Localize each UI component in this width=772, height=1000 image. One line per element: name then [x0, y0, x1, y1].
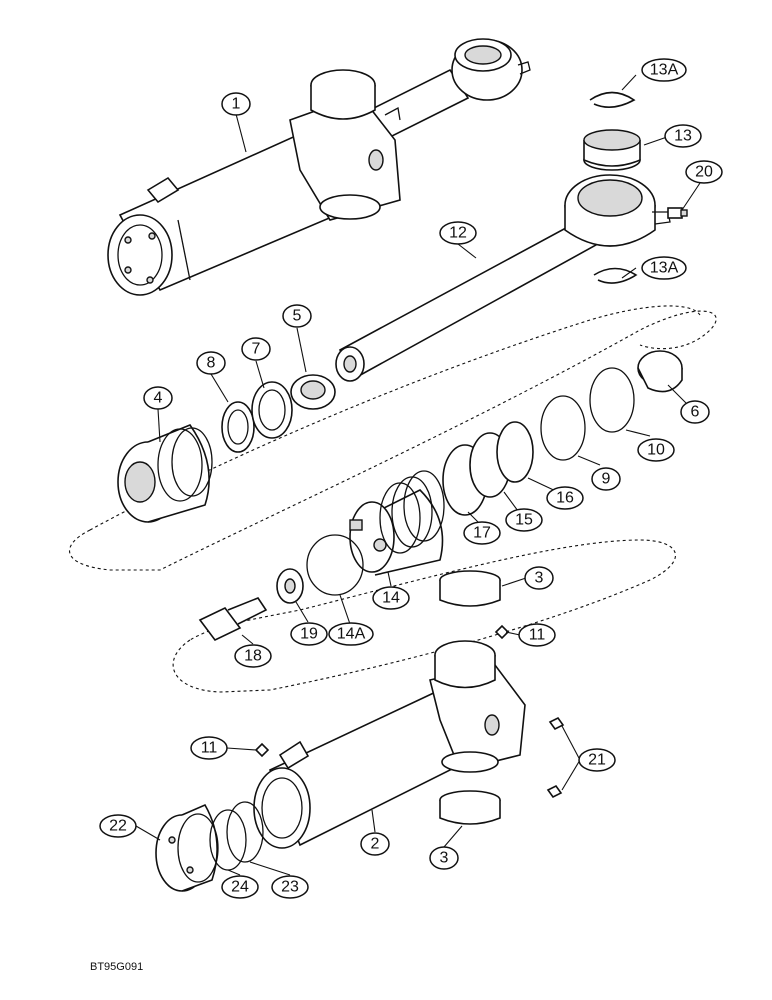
callout-3-upper: 3 — [524, 566, 554, 590]
seal-7 — [251, 381, 293, 439]
svg-text:7: 7 — [252, 341, 261, 358]
callout-13a-bottom: 13A — [641, 256, 687, 280]
callout-16: 16 — [546, 486, 584, 510]
svg-text:3: 3 — [440, 850, 449, 867]
svg-text:11: 11 — [201, 740, 218, 757]
callout-11-lower: 11 — [190, 736, 228, 760]
reference-code: BT95G091 — [90, 961, 143, 973]
svg-text:4: 4 — [154, 390, 163, 407]
svg-text:5: 5 — [293, 308, 302, 325]
callout-23: 23 — [271, 875, 309, 899]
backup-ring-9 — [540, 395, 586, 461]
svg-text:23: 23 — [281, 879, 299, 896]
svg-text:24: 24 — [231, 879, 249, 896]
callout-2: 2 — [360, 832, 390, 856]
callout-1: 1 — [221, 92, 251, 116]
bolt-18 — [198, 597, 268, 642]
gland-4 — [117, 424, 213, 523]
svg-text:16: 16 — [556, 490, 574, 507]
bushing-6 — [637, 350, 683, 393]
svg-text:22: 22 — [109, 818, 127, 835]
svg-text:12: 12 — [449, 225, 467, 242]
callout-22: 22 — [99, 814, 137, 838]
svg-text:6: 6 — [691, 404, 700, 421]
svg-text:15: 15 — [515, 512, 533, 529]
svg-text:13A: 13A — [650, 260, 679, 277]
callout-24: 24 — [221, 875, 259, 899]
callout-20: 20 — [685, 160, 723, 184]
svg-text:8: 8 — [207, 355, 216, 372]
washer-5 — [290, 374, 336, 410]
snap-ring-13a-bottom — [593, 267, 638, 284]
svg-text:18: 18 — [244, 648, 262, 665]
callout-9: 9 — [591, 467, 621, 491]
piston-rod — [335, 174, 671, 382]
backup-ring-23 — [226, 801, 264, 863]
svg-text:10: 10 — [647, 442, 665, 459]
ring-16 — [496, 421, 534, 483]
callout-7: 7 — [241, 337, 271, 361]
cylinder-barrel-lower — [253, 640, 526, 849]
svg-text:20: 20 — [695, 164, 713, 181]
wiper-seal-8 — [221, 401, 255, 453]
callout-21: 21 — [578, 748, 616, 772]
callout-14: 14 — [372, 586, 410, 610]
piston-14 — [349, 470, 445, 576]
svg-text:2: 2 — [371, 836, 380, 853]
o-ring-14a — [306, 534, 364, 596]
pin-21-lower — [546, 784, 563, 799]
dashed-group-loop-lower — [172, 539, 676, 693]
head-22 — [155, 803, 219, 892]
leader-lines — [135, 74, 701, 876]
svg-text:13A: 13A — [650, 62, 679, 79]
callout-13: 13 — [664, 124, 702, 148]
callout-8: 8 — [196, 351, 226, 375]
callout-14a: 14A — [328, 622, 374, 646]
dashed-group-loop-upper — [69, 305, 717, 571]
svg-text:14: 14 — [382, 590, 400, 607]
svg-text:9: 9 — [602, 471, 611, 488]
svg-text:13: 13 — [674, 128, 692, 145]
o-ring-10 — [589, 367, 635, 433]
grease-fitting-11-lower — [254, 742, 270, 758]
callout-11-upper: 11 — [518, 623, 556, 647]
bushing-3-lower — [439, 790, 501, 825]
callout-3-lower: 3 — [429, 846, 459, 870]
callout-17: 17 — [463, 521, 501, 545]
grease-fitting-20 — [667, 207, 688, 219]
callout-10: 10 — [637, 438, 675, 462]
svg-text:3: 3 — [535, 570, 544, 587]
svg-text:21: 21 — [588, 752, 606, 769]
callout-5: 5 — [282, 304, 312, 328]
callout-15: 15 — [505, 508, 543, 532]
svg-text:11: 11 — [529, 627, 546, 644]
callout-13a-top: 13A — [641, 58, 687, 82]
callout-4: 4 — [143, 386, 173, 410]
callout-12: 12 — [439, 221, 477, 245]
bushing-13 — [583, 129, 641, 171]
svg-text:19: 19 — [300, 626, 318, 643]
callout-18: 18 — [234, 644, 272, 668]
washer-19 — [276, 568, 304, 604]
svg-text:17: 17 — [473, 525, 491, 542]
snap-ring-13a-top — [589, 91, 636, 108]
pin-21-upper — [548, 716, 565, 731]
callout-19: 19 — [290, 622, 328, 646]
svg-text:1: 1 — [232, 96, 241, 113]
svg-text:14A: 14A — [337, 626, 366, 643]
cylinder-assembly-upper — [107, 38, 531, 296]
bushing-3-upper — [439, 570, 501, 607]
callout-6: 6 — [680, 400, 710, 424]
